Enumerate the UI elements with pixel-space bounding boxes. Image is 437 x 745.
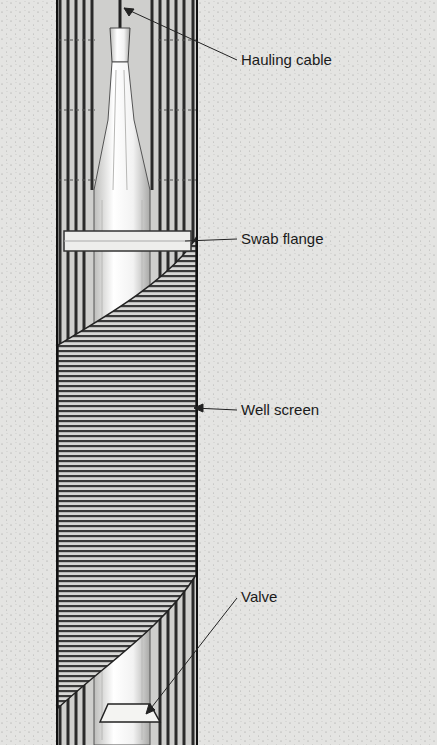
wire-wrap [58, 238, 196, 708]
cable [119, 0, 122, 28]
leader-lines [124, 8, 237, 714]
part-label: Valve [241, 589, 277, 606]
cable-socket [110, 28, 130, 62]
casing-interior [58, 0, 196, 745]
part-label: Swab flange [241, 231, 324, 248]
swab-flange [64, 231, 191, 251]
valve [100, 704, 160, 722]
flange-edge [64, 241, 191, 242]
part-label: Hauling cable [241, 52, 332, 69]
well-casing [58, 0, 196, 745]
part-label: Well screen [241, 402, 319, 419]
casing-outline [57, 0, 197, 745]
rod-ties [58, 40, 196, 180]
